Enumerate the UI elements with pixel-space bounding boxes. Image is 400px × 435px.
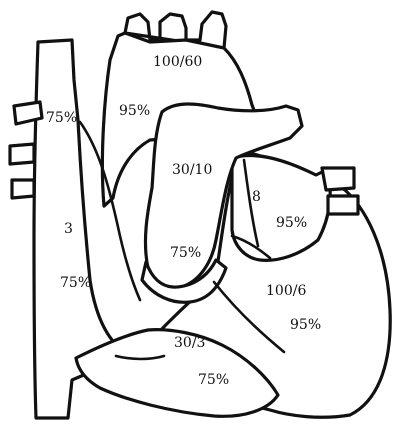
aorta-saturation-label: 95% (119, 104, 150, 118)
ivc-pressure-label: 3 (64, 222, 73, 236)
right-ventricle-outflow-saturation-label: 75% (170, 246, 201, 260)
left-atrium-saturation-label: 95% (276, 216, 307, 230)
pulmonary-vein-lower (328, 196, 358, 214)
right-pulmonary-vein-lower (12, 180, 34, 198)
right-ventricle-pressure-label: 30/3 (174, 336, 205, 350)
right-ventricle-saturation-label: 75% (198, 373, 229, 387)
left-ventricle-pressure-label: 100/6 (266, 284, 306, 298)
pulmonary-artery-pressure-label: 30/10 (172, 163, 212, 177)
aorta-pressure-label: 100/60 (153, 55, 202, 69)
right-pulmonary-vein-upper (10, 144, 34, 164)
left-ventricle-saturation-label: 95% (290, 318, 321, 332)
right-atrium-saturation-label: 75% (60, 276, 91, 290)
left-atrium-pressure-label: 8 (252, 190, 261, 204)
svc-saturation-label: 75% (46, 111, 77, 125)
pulmonary-vein-upper (322, 168, 354, 190)
